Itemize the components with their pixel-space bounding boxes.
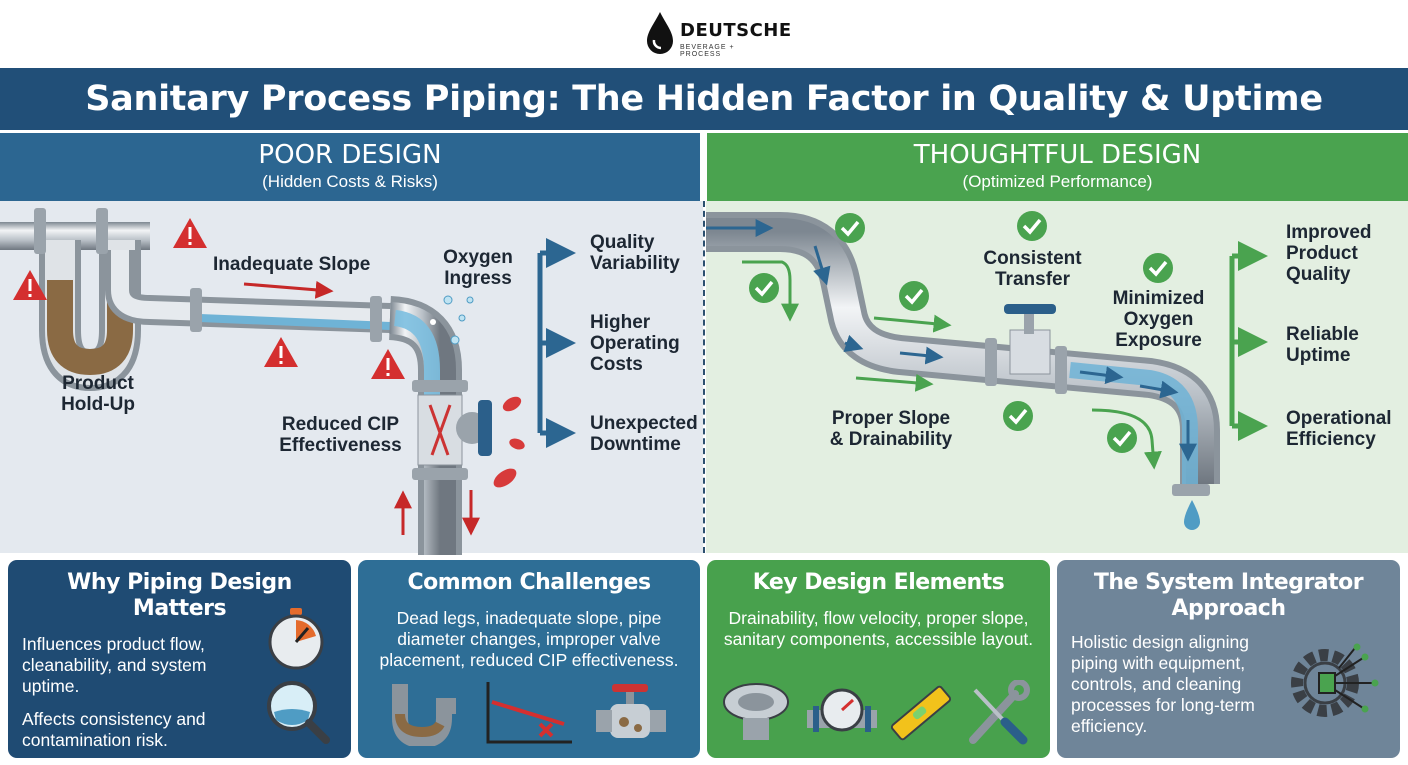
label-proper-slope: Proper Slope & Drainability <box>829 408 953 450</box>
drop-logo-icon <box>647 12 673 54</box>
poor-design-subtitle: (Hidden Costs & Risks) <box>262 172 438 191</box>
check-icons <box>749 211 1173 453</box>
card-integrator-title: The System Integrator Approach <box>1093 570 1364 621</box>
good-outcome-quality: Improved Product Quality <box>1286 222 1372 285</box>
good-outcome-efficiency: Operational Efficiency <box>1286 408 1392 450</box>
fouled-valve-icon <box>596 684 666 738</box>
poor-design-header: POOR DESIGN (Hidden Costs & Risks) <box>0 133 700 201</box>
slope-arrow <box>243 280 334 299</box>
card-why-title: Why Piping Design Matters <box>67 570 292 621</box>
bacteria-icons <box>493 396 525 488</box>
flow-gauge-icon <box>807 688 877 732</box>
page-title: Sanitary Process Piping: The Hidden Fact… <box>85 79 1323 119</box>
card-why-design-matters: Why Piping Design Matters Influences pro… <box>8 560 351 758</box>
good-outcome-uptime: Reliable Uptime <box>1286 324 1359 366</box>
level-tool-icon <box>890 685 952 741</box>
poor-piping <box>0 208 492 555</box>
label-consistent-transfer: Consistent Transfer <box>983 248 1082 290</box>
warning-icons <box>13 218 405 379</box>
card-why-text-1: Influences product flow, cleanability, a… <box>22 634 207 696</box>
poor-outcome-downtime: Unexpected Downtime <box>590 413 698 455</box>
card-challenges-text: Dead legs, inadequate slope, pipe diamet… <box>379 608 679 670</box>
thoughtful-design-subtitle: (Optimized Performance) <box>962 172 1153 191</box>
dead-leg-pipe-icon <box>392 684 456 746</box>
card-common-challenges: Common Challenges Dead legs, inadequate … <box>358 560 700 758</box>
card-system-integrator: The System Integrator Approach Holistic … <box>1057 560 1400 758</box>
panel-divider <box>703 201 705 553</box>
wrench-screwdriver-icon <box>969 680 1030 745</box>
thoughtful-design-header: THOUGHTFUL DESIGN (Optimized Performance… <box>707 133 1408 201</box>
poor-outcome-bracket <box>537 238 576 448</box>
card-elements-title: Key Design Elements <box>752 570 1005 595</box>
poor-outcome-quality: Quality Variability <box>590 232 680 274</box>
green-flow-arrows <box>742 260 1162 470</box>
magnifier-water-icon <box>267 681 330 744</box>
good-outcome-bracket <box>1229 241 1268 441</box>
slope-chart-icon <box>486 682 572 744</box>
label-reduced-cip: Reduced CIP Effectiveness <box>279 414 402 456</box>
card-why-text-2: Affects consistency and contamination ri… <box>22 709 206 750</box>
stopwatch-icon <box>268 608 324 670</box>
logo-name: DEUTSCHE <box>680 20 792 41</box>
poor-design-title: POOR DESIGN <box>258 140 442 170</box>
label-inadequate-slope: Inadequate Slope <box>213 254 371 275</box>
card-key-design-elements: Key Design Elements Drainability, flow v… <box>707 560 1050 758</box>
label-product-holdup: Product Hold-Up <box>61 373 135 415</box>
label-minimized-oxygen: Minimized Oxygen Exposure <box>1112 288 1205 351</box>
sanitary-drain-icon <box>723 683 789 740</box>
thoughtful-design-title: THOUGHTFUL DESIGN <box>913 140 1202 170</box>
logo-tagline: BEVERAGE + PROCESS <box>680 44 735 58</box>
title-bar: Sanitary Process Piping: The Hidden Fact… <box>0 68 1408 130</box>
card-elements-text: Drainability, flow velocity, proper slop… <box>723 608 1034 649</box>
gear-circuit-icon <box>1291 643 1379 717</box>
poor-outcome-costs: Higher Operating Costs <box>590 312 680 375</box>
card-integrator-text: Holistic design aligning piping with equ… <box>1071 632 1255 736</box>
good-piping <box>706 212 1220 530</box>
brand-logo: DEUTSCHE BEVERAGE + PROCESS <box>640 8 791 58</box>
card-challenges-title: Common Challenges <box>407 570 651 595</box>
label-oxygen-ingress: Oxygen Ingress <box>443 247 513 289</box>
